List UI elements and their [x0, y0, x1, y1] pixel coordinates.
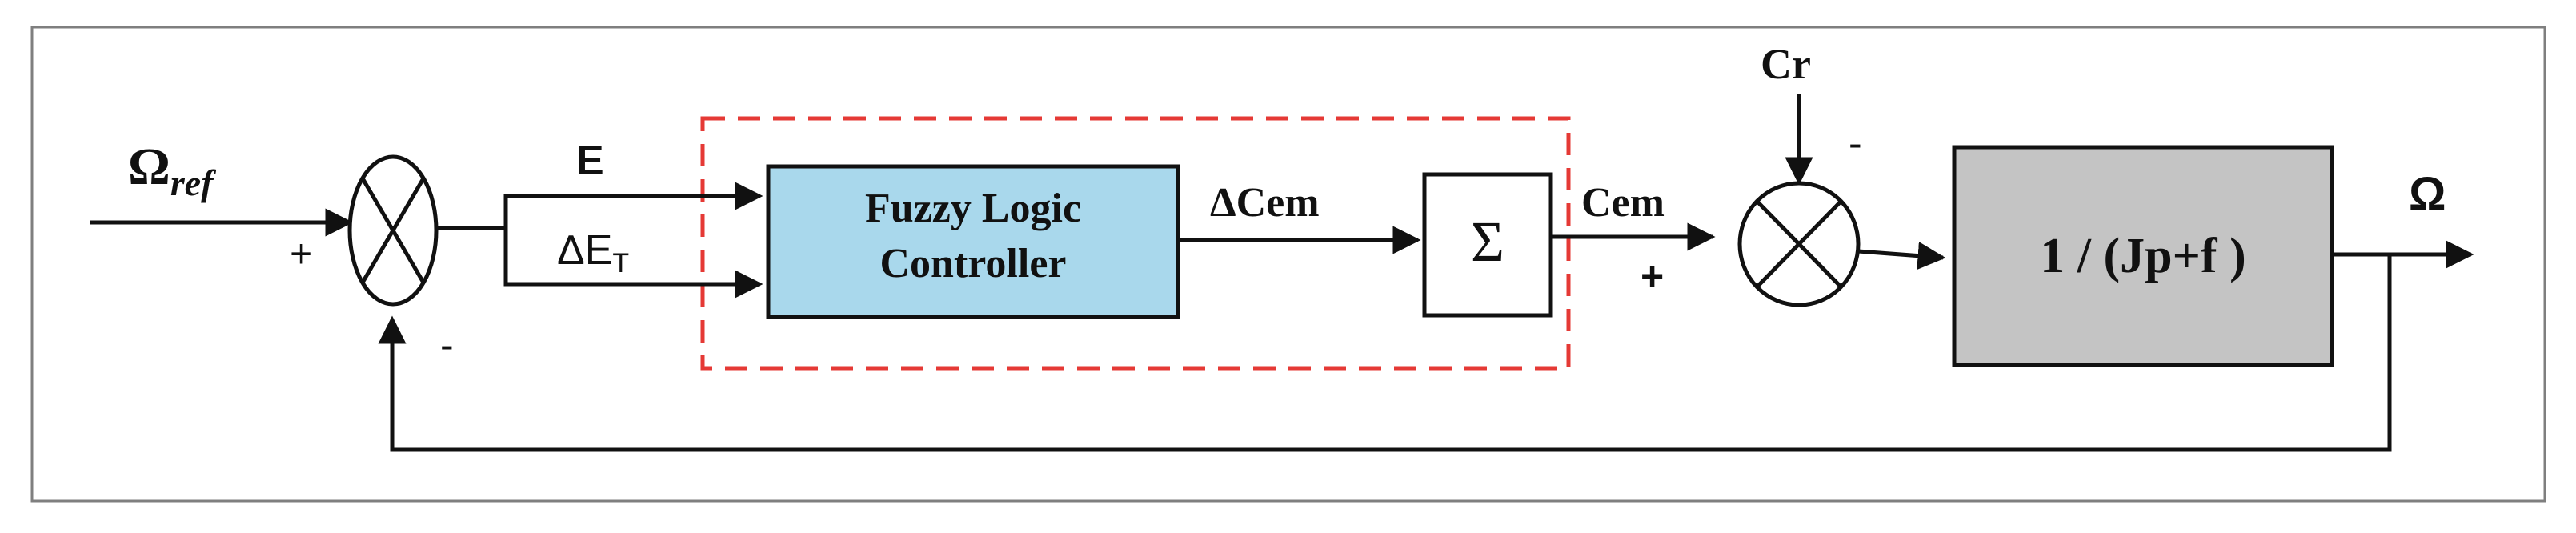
- delta-error-branch: [503, 228, 763, 299]
- left-junction-cross-b: [360, 177, 426, 284]
- fuzzy-block-line1: Fuzzy Logic: [865, 186, 1081, 231]
- feedback-path: [378, 254, 2392, 452]
- right-plus-sign: +: [1641, 254, 1664, 299]
- signal-lines: [90, 94, 2474, 452]
- sigma-block-rect: [1422, 172, 1553, 318]
- omega-ref-label: Ωref: [128, 138, 217, 203]
- cr-label: Cr: [1761, 40, 1811, 88]
- right-minus-sign: -: [1849, 121, 1862, 166]
- fuzzy-block-rect: [766, 164, 1180, 319]
- left-plus-sign: +: [290, 231, 313, 276]
- sum-to-plant-arrow: [1857, 242, 1946, 271]
- delta-error-sub: T: [612, 248, 629, 279]
- omega-ref-sub: ref: [170, 162, 217, 203]
- omega-ref-main: Ω: [128, 138, 170, 196]
- error-branch: [503, 182, 763, 228]
- delta-cem-label: ΔCem: [1210, 180, 1320, 226]
- plant-transfer-function: 1 / (Jp+f ): [2040, 229, 2245, 283]
- delta-error-main: ΔE: [557, 227, 612, 274]
- left-summing-junction: [347, 154, 439, 307]
- controller-dashed-box: [700, 116, 1571, 371]
- omega-output-label: Ω: [2409, 168, 2446, 220]
- delta-error-label: ΔET: [557, 227, 629, 279]
- sigma-block: Σ: [1422, 172, 1553, 318]
- right-junction-cross-b: [1756, 200, 1842, 288]
- left-minus-sign: -: [440, 323, 454, 367]
- fuzzy-logic-controller-block: Fuzzy Logic Controller: [766, 164, 1180, 319]
- right-summing-junction: [1737, 181, 1861, 307]
- plant-block-rect: [1952, 145, 2334, 367]
- fuzzy-block-line2: Controller: [880, 241, 1067, 287]
- cem-label: Cem: [1581, 180, 1665, 226]
- error-label: E: [576, 138, 604, 184]
- sigma-symbol: Σ: [1471, 210, 1504, 274]
- plant-block: 1 / (Jp+f ): [1952, 145, 2334, 367]
